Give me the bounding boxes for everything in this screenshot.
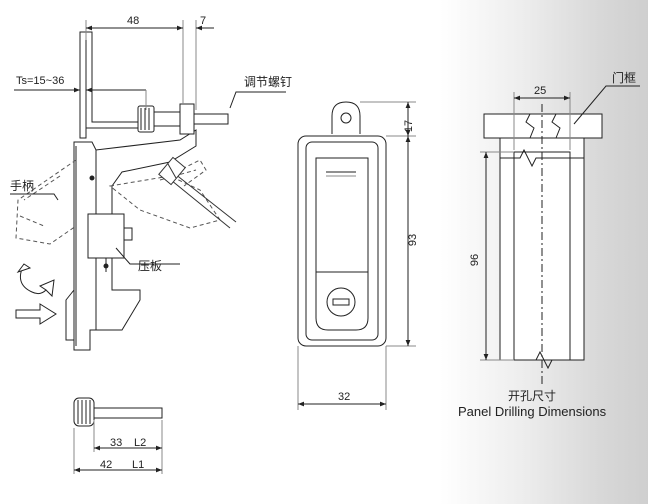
dim-ts-range: Ts=15~36 [16, 75, 64, 87]
door-panel [79, 31, 87, 139]
dim-48: 48 [127, 15, 139, 27]
handle-open-outline [15, 159, 77, 245]
label-adjust-screw: 调节螺钉 [244, 75, 292, 89]
label-handle: 手柄 [10, 179, 34, 193]
cutout-view [480, 85, 640, 384]
dim-42: 42 [100, 459, 112, 471]
front-view [297, 101, 416, 410]
label-door-frame: 门框 [612, 70, 636, 85]
caption-cn: 开孔尺寸 [508, 389, 556, 403]
dim-93: 93 [407, 234, 419, 246]
label-pressure-plate: 压板 [138, 259, 162, 273]
screw-knob [73, 397, 95, 427]
caption-en: Panel Drilling Dimensions [458, 404, 607, 419]
dim-17: 17 [403, 120, 415, 132]
dim-7: 7 [200, 15, 206, 27]
dim-33: 33 [110, 437, 122, 449]
handle-front [315, 157, 369, 273]
push-arrow [15, 303, 57, 325]
dim-25: 25 [534, 85, 546, 97]
label-L1: L1 [132, 459, 144, 471]
rotate-arrow [19, 263, 55, 298]
label-L2: L2 [134, 437, 146, 449]
door-frame [483, 113, 603, 139]
bracket [86, 31, 141, 129]
dim-96: 96 [469, 254, 481, 266]
dim-32: 32 [338, 391, 350, 403]
side-view [10, 20, 286, 351]
screw-view [73, 397, 163, 474]
